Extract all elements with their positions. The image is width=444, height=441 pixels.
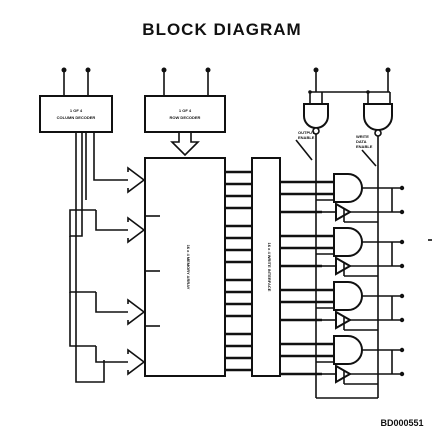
io-channel-4 [316, 335, 405, 385]
and-gate-icon [363, 103, 393, 131]
buffer-icon [335, 256, 353, 276]
and-gate-icon [333, 173, 363, 203]
row-decoder-line2: ROW DECODER [170, 115, 201, 120]
right-arrow-icon [127, 298, 146, 326]
down-arrow-icon [170, 131, 200, 157]
io-pin-dot [399, 293, 405, 299]
junction-dot [308, 90, 312, 94]
io-pin-dot [399, 317, 405, 323]
buffer-icon [335, 202, 353, 222]
buffer-icon [335, 364, 353, 384]
address-pin-dot [61, 67, 67, 73]
write-interface: 16 x 4 WRITE INTERFACE [251, 157, 281, 377]
io-pin-dot [399, 185, 405, 191]
inverter-bubble-icon [374, 129, 382, 137]
output-enable-line1: OUTPUT [298, 130, 315, 135]
write-data-enable-line2: DATA [356, 139, 367, 144]
interface-label: 16 x 4 WRITE INTERFACE [267, 243, 272, 292]
memory-array-label: 16 x 4 MEMORY ARRAY [186, 245, 191, 290]
diagram-title: BLOCK DIAGRAM [142, 20, 301, 39]
figure-code: BD000551 [380, 418, 423, 428]
right-arrow-icon [127, 166, 146, 194]
buffer-icon [335, 310, 353, 330]
interface-bus [280, 180, 334, 376]
address-pin-dot [85, 67, 91, 73]
column-decoder-line2: COLUMN DECODER [57, 115, 96, 120]
and-gate-icon [333, 281, 363, 311]
row-decoder-line1: 1 OF 4 [179, 108, 192, 113]
column-decoder-line1: 1 OF 4 [70, 108, 83, 113]
array-bus [225, 170, 252, 372]
io-channel-1 [316, 173, 405, 223]
and-gate-icon [333, 335, 363, 365]
column-select-lines [69, 132, 146, 383]
write-data-enable-line3: ENABLE [356, 144, 373, 149]
io-pin-dot [399, 263, 405, 269]
io-pin-dot [399, 371, 405, 377]
junction-dot [366, 90, 370, 94]
io-pin-dot [399, 239, 405, 245]
column-decoder: 1 OF 4 COLUMN DECODER [39, 67, 113, 133]
right-arrow-icon [127, 216, 146, 244]
control-inputs: OUTPUT ENABLE WRITE DATA ENABLE [295, 67, 393, 399]
write-data-enable-line1: WRITE [356, 134, 369, 139]
address-pin-dot [205, 67, 211, 73]
io-channel-2 [316, 227, 405, 277]
io-pin-dot [399, 209, 405, 215]
row-decoder: 1 OF 4 ROW DECODER [144, 67, 226, 157]
right-arrow-icon [127, 348, 146, 376]
address-pin-dot [161, 67, 167, 73]
output-enable-line2: ENABLE [298, 135, 315, 140]
and-gate-icon [333, 227, 363, 257]
io-channel-3 [316, 281, 405, 331]
io-pin-dot [399, 347, 405, 353]
and-gate-icon [303, 103, 329, 129]
memory-array: 16 x 4 MEMORY ARRAY [144, 157, 226, 377]
